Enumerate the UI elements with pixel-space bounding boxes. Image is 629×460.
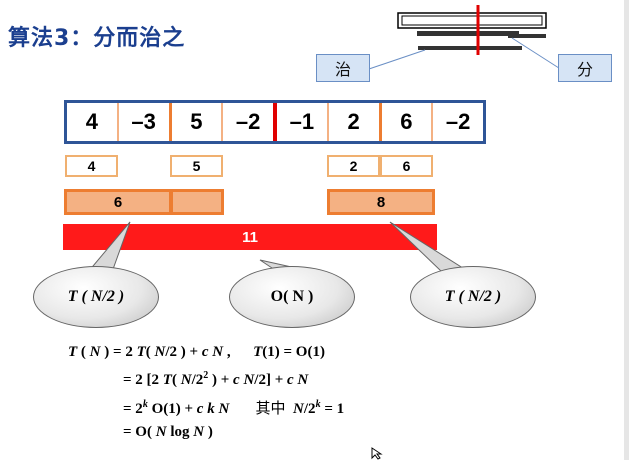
merge-box-left-empty <box>170 189 224 215</box>
array-cell: –2 <box>223 103 277 141</box>
array-cell: –1 <box>277 103 329 141</box>
formula-line-2: = 2 [2 T( N/22 ) + c N/2] + c N <box>123 370 309 388</box>
diagram-mid-bar <box>417 31 519 36</box>
array-cell: –2 <box>445 109 471 134</box>
merge-box-right: 8 <box>327 189 435 215</box>
array-cell: 5 <box>172 103 224 141</box>
divide-label: 分 <box>558 54 612 82</box>
callout-right-text: T ( N/2 ) <box>444 288 502 305</box>
callout-middle-text: O( N ) <box>270 288 314 305</box>
callout-right: T ( N/2 ) <box>410 266 536 328</box>
callout-middle: O( N ) <box>229 266 355 328</box>
array-cell: 2 <box>329 103 382 141</box>
subresult-box: 2 <box>327 155 380 177</box>
array-cell: 4 <box>67 103 119 141</box>
array-cell: –3 <box>119 103 172 141</box>
formula-line-3: = 2k O(1) + c k N 其中 N/2k = 1 <box>123 399 345 417</box>
mouse-cursor-icon <box>371 447 383 460</box>
page-title: 算法3：分而治之 <box>8 26 186 51</box>
subresult-box: 5 <box>170 155 223 177</box>
diagram-bottom-bar <box>418 46 522 50</box>
formula-line-1: T ( N ) = 2 T( N/2 ) + c N , T(1) = O(1) <box>68 344 325 360</box>
diagram-top-bar <box>397 12 547 29</box>
window-edge <box>624 0 629 460</box>
callout-left: T ( N/2 ) <box>33 266 159 328</box>
formula-line-4: = O( N log N ) <box>123 424 213 440</box>
array-cell: 6 <box>382 103 434 141</box>
subresult-box: 4 <box>65 155 118 177</box>
subresult-box: 6 <box>380 155 433 177</box>
array-row: 4 –3 5 –2 –1 2 6 –2 <box>64 100 486 144</box>
callout-left-text: T ( N/2 ) <box>67 288 125 305</box>
conquer-label: 治 <box>316 54 370 82</box>
divide-conquer-diagram <box>365 5 563 71</box>
